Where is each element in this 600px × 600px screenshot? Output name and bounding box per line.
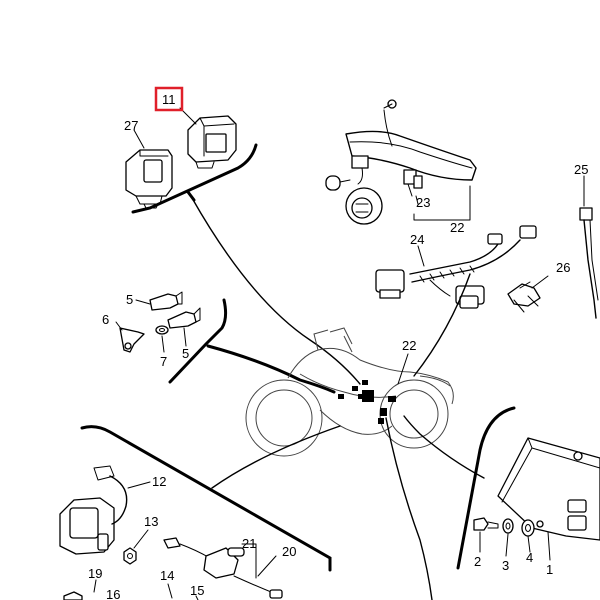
- part-label-13[interactable]: 13: [144, 514, 158, 529]
- leader-3: [505, 533, 509, 557]
- leader-14: [167, 583, 173, 599]
- part-label-15[interactable]: 15: [190, 583, 204, 598]
- grommet-4-drawing[interactable]: [521, 519, 535, 537]
- leader-15: [195, 595, 199, 600]
- part-label-2[interactable]: 2: [474, 554, 481, 569]
- part-label-22-harness[interactable]: 22: [450, 220, 464, 235]
- leader-5-lower: [183, 327, 187, 347]
- part-label-27[interactable]: 27: [124, 118, 138, 133]
- leader-23: [415, 195, 419, 205]
- leader-harness-to-bike: [413, 273, 471, 377]
- part-label-24[interactable]: 24: [410, 232, 424, 247]
- part-label-5-upper[interactable]: 5: [126, 292, 133, 307]
- part-label-4[interactable]: 4: [526, 550, 533, 565]
- leader-27: [133, 129, 145, 149]
- clamp-26-drawing[interactable]: [507, 281, 541, 313]
- part-label-11[interactable]: 11: [162, 92, 176, 107]
- part-label-16[interactable]: 16: [106, 587, 120, 600]
- part-label-21[interactable]: 21: [242, 536, 256, 551]
- washer-7-drawing[interactable]: [155, 325, 169, 335]
- relay-location-marker: [362, 390, 374, 402]
- motorcycle-silhouette-drawing: [245, 327, 454, 457]
- leader-4: [527, 535, 531, 553]
- leader-lower-to-bike: [211, 425, 341, 489]
- part-label-23[interactable]: 23: [416, 195, 430, 210]
- leader-5-upper: [135, 299, 151, 305]
- part-label-5-lower[interactable]: 5: [182, 346, 189, 361]
- sensor-20-drawing[interactable]: [163, 537, 283, 599]
- bracket-21-20: [241, 543, 257, 579]
- sensor-group-bracket: [168, 298, 228, 384]
- leader-sensors-to-bike: [206, 344, 336, 394]
- bottom-right-group-bracket: [456, 406, 516, 570]
- main-wire-harness-drawing[interactable]: [325, 99, 477, 225]
- nut-13-drawing[interactable]: [123, 547, 137, 565]
- bracket-22-23: [413, 185, 471, 221]
- leader-22-bike: [397, 353, 409, 385]
- cable-tie-25-drawing[interactable]: [579, 207, 599, 319]
- leader-1: [547, 531, 551, 561]
- leader-relays-to-bike: [191, 197, 361, 385]
- switch-5-upper-drawing[interactable]: [149, 291, 183, 311]
- connector-19-drawing[interactable]: [63, 591, 83, 600]
- leader-26: [531, 275, 549, 289]
- leader-7: [161, 335, 165, 353]
- relay-27-drawing[interactable]: [125, 149, 173, 209]
- part-label-14[interactable]: 14: [160, 568, 174, 583]
- washer-3-drawing[interactable]: [502, 518, 514, 534]
- part-label-19[interactable]: 19: [88, 566, 102, 581]
- leader-19: [93, 579, 97, 593]
- leader-12: [127, 481, 151, 489]
- highlight-box-part-11: [154, 86, 184, 112]
- leader-ecu-to-bike: [403, 415, 485, 479]
- part-label-1[interactable]: 1: [546, 562, 553, 577]
- relay-11-drawing[interactable]: [187, 115, 237, 169]
- leader-6: [115, 321, 123, 331]
- bracket-6-drawing[interactable]: [119, 327, 145, 353]
- leader-24: [417, 245, 425, 267]
- leader-bike-down: [385, 417, 433, 600]
- part-label-26[interactable]: 26: [556, 260, 570, 275]
- part-label-7[interactable]: 7: [160, 354, 167, 369]
- part-label-25[interactable]: 25: [574, 162, 588, 177]
- starter-relay-12-drawing[interactable]: [59, 465, 128, 555]
- part-label-20[interactable]: 20: [282, 544, 296, 559]
- leader-20: [257, 555, 277, 577]
- part-label-6[interactable]: 6: [102, 312, 109, 327]
- part-label-12[interactable]: 12: [152, 474, 166, 489]
- switch-5-lower-drawing[interactable]: [167, 307, 201, 329]
- leader-13: [133, 529, 149, 549]
- part-label-22-bike[interactable]: 22: [402, 338, 416, 353]
- sub-wire-harness-24-drawing[interactable]: [375, 225, 537, 309]
- part-label-3[interactable]: 3: [502, 558, 509, 573]
- bolt-2-drawing[interactable]: [473, 517, 499, 531]
- bottom-left-group-bracket: [80, 425, 332, 572]
